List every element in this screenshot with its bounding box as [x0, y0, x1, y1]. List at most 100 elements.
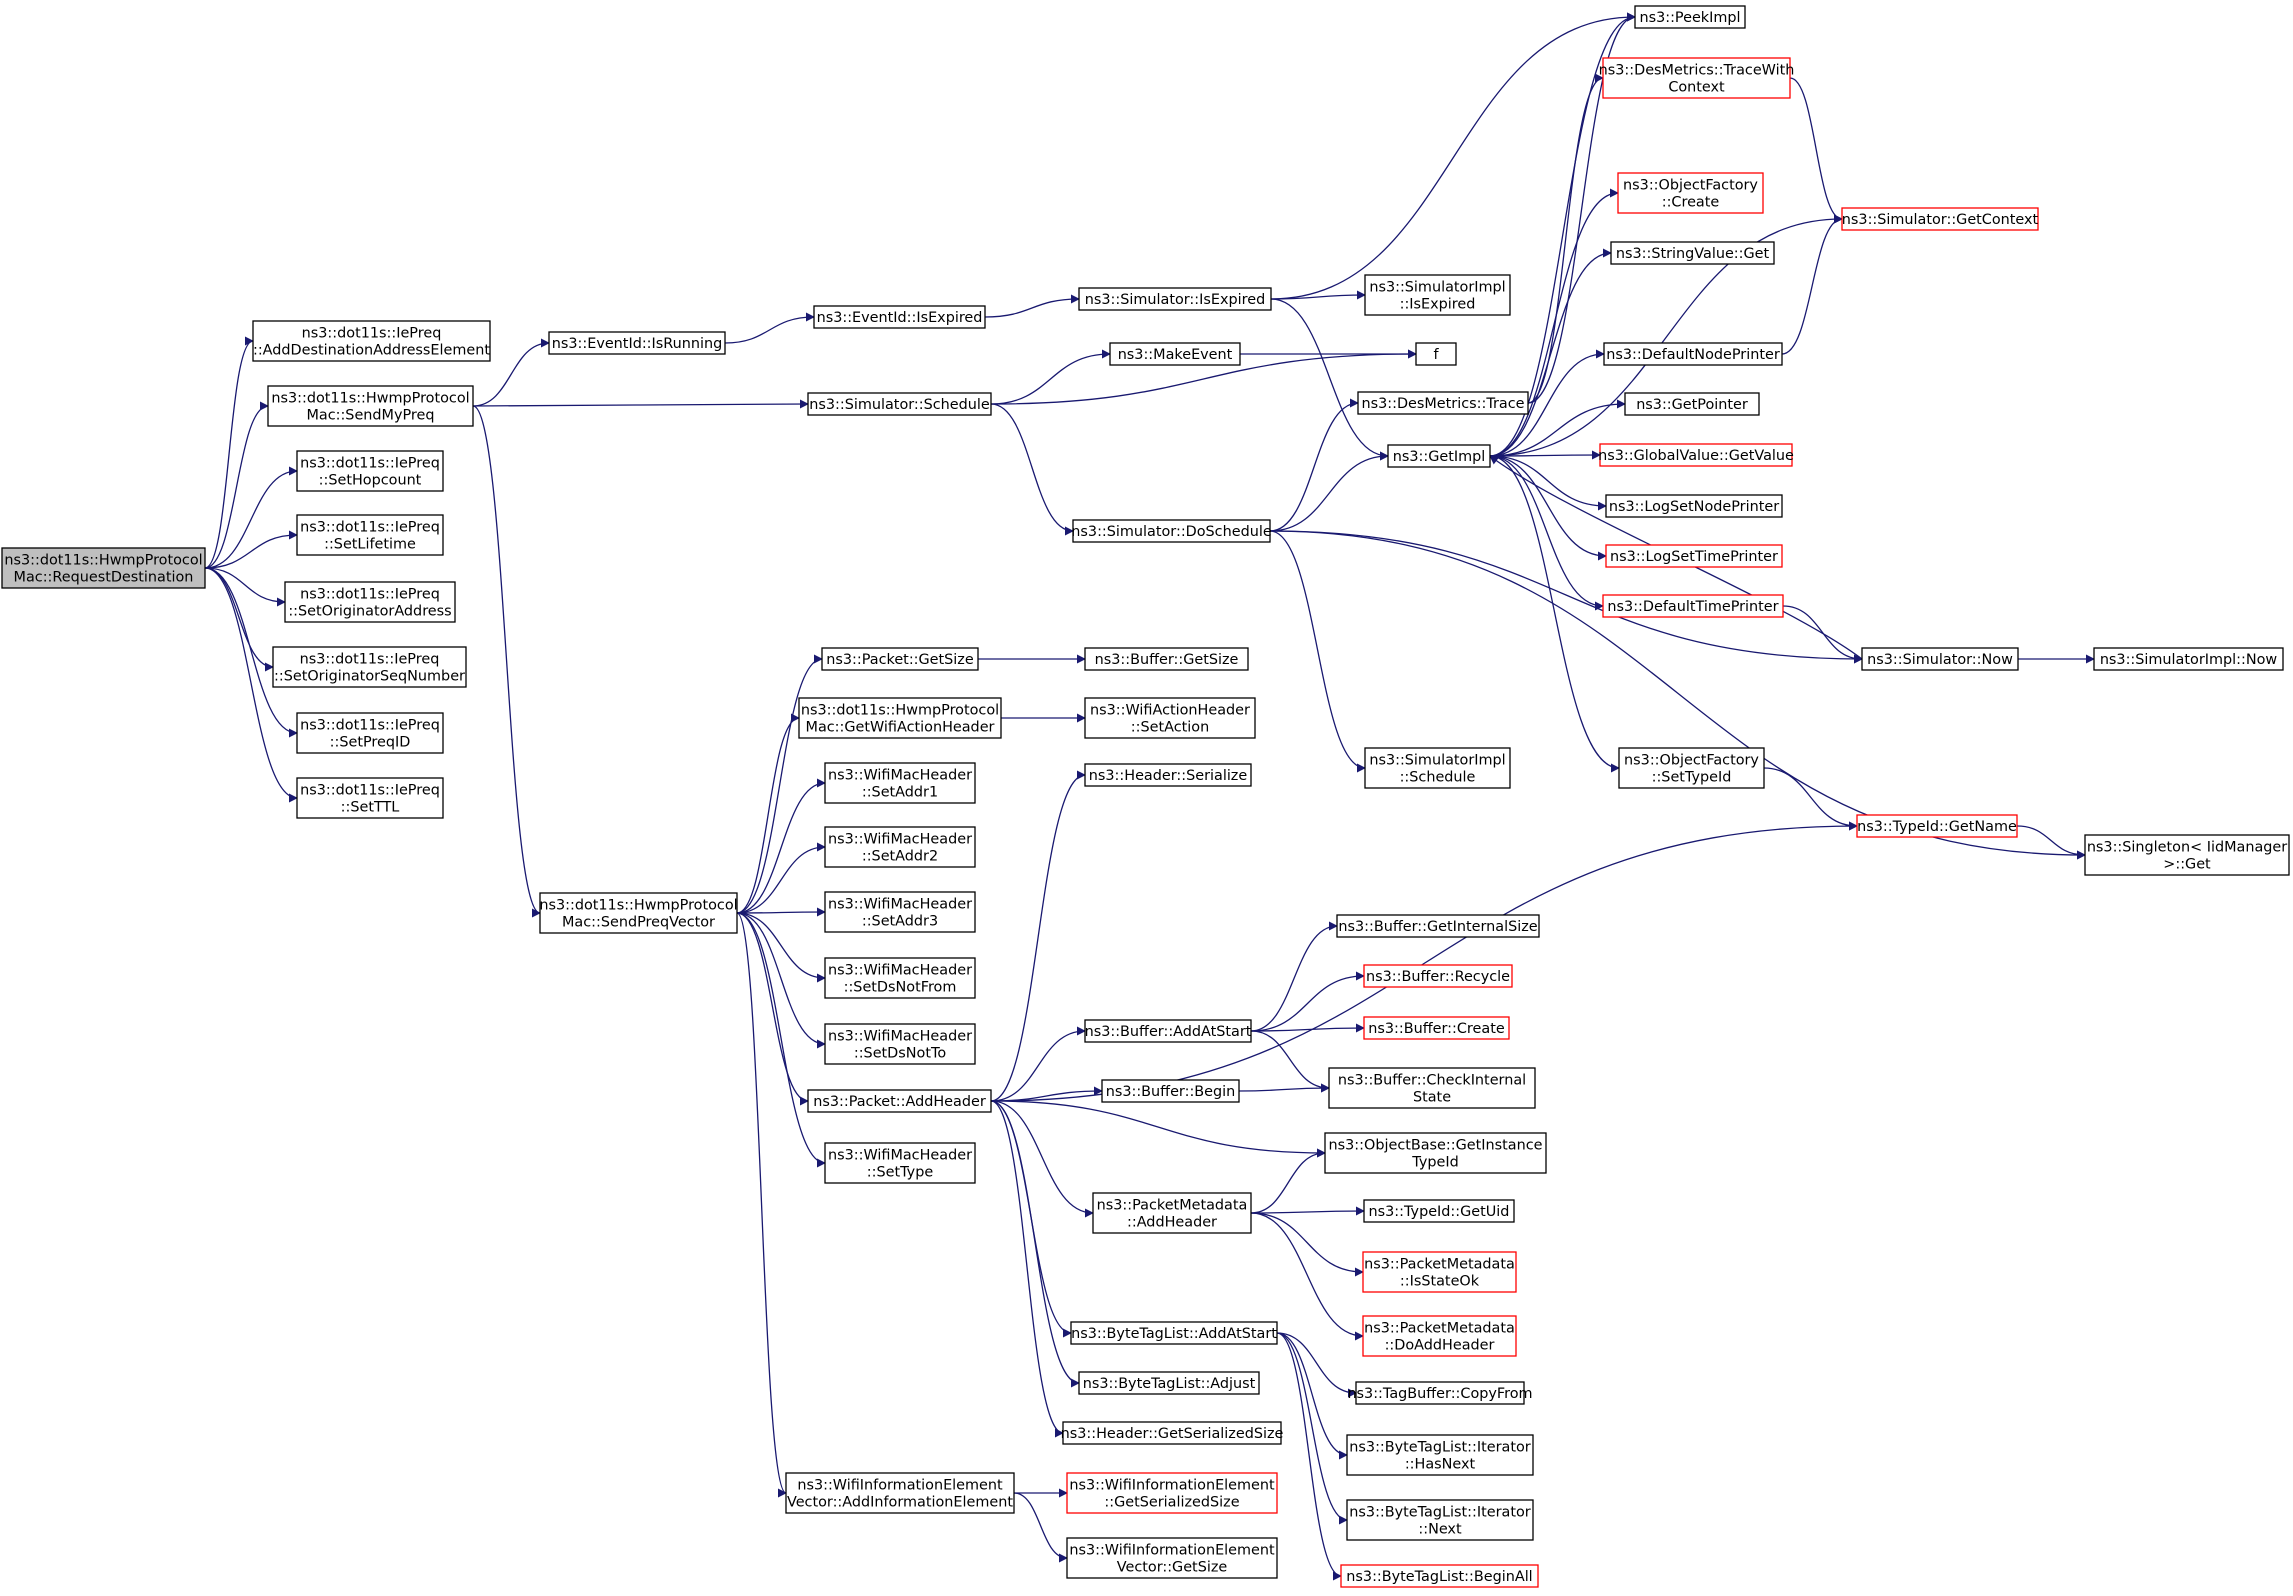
node-set-addr3[interactable]: ns3::WifiMacHeader::SetAddr3	[824, 891, 976, 933]
node-simimpl-isexpired[interactable]: ns3::SimulatorImpl::IsExpired	[1364, 274, 1511, 316]
node-box	[1346, 1434, 1534, 1476]
node-default-node-printer[interactable]: ns3::DefaultNodePrinter	[1603, 342, 1783, 366]
node-box	[1072, 519, 1271, 543]
node-set-addr2[interactable]: ns3::WifiMacHeader::SetAddr2	[824, 826, 976, 868]
node-label: ::SetAddr1	[862, 785, 938, 801]
node-label: ns3::StringValue::Get	[1616, 246, 1770, 262]
node-make-event[interactable]: ns3::MakeEvent	[1109, 342, 1241, 366]
node-set-type[interactable]: ns3::WifiMacHeader::SetType	[824, 1142, 976, 1184]
node-box	[1363, 1016, 1510, 1040]
node-buffer-addatstart[interactable]: ns3::Buffer::AddAtStart	[1084, 1019, 1252, 1043]
node-label: ns3::dot11s::HwmpProtocol	[801, 703, 999, 719]
node-btl-beginall[interactable]: ns3::ByteTagList::BeginAll	[1340, 1564, 1539, 1588]
edge-desmetrics-trace-to-desmetrics-tracewith	[1527, 73, 1604, 404]
node-wie-getserializedsize[interactable]: ns3::WifiInformationElement::GetSerializ…	[1066, 1472, 1278, 1514]
node-label: ns3::LogSetNodePrinter	[1609, 499, 1779, 515]
node-btl-adjust[interactable]: ns3::ByteTagList::Adjust	[1078, 1371, 1260, 1395]
node-set-hopcount[interactable]: ns3::dot11s::IePreq::SetHopcount	[296, 450, 444, 492]
node-default-time-printer[interactable]: ns3::DefaultTimePrinter	[1602, 594, 1784, 618]
node-logsettimeprinter[interactable]: ns3::LogSetTimePrinter	[1605, 544, 1783, 568]
node-typeid-getuid[interactable]: ns3::TypeId::GetUid	[1363, 1199, 1515, 1223]
edge-send-my-preq-to-event-isrunning	[472, 338, 550, 407]
node-peekimpl[interactable]: ns3::PeekImpl	[1634, 5, 1746, 29]
node-box	[1599, 443, 1793, 467]
node-f[interactable]: f	[1415, 342, 1457, 366]
node-pm-addheader[interactable]: ns3::PacketMetadata::AddHeader	[1092, 1192, 1252, 1234]
node-sim-schedule[interactable]: ns3::Simulator::Schedule	[807, 392, 992, 416]
node-btl-addatstart[interactable]: ns3::ByteTagList::AddAtStart	[1070, 1321, 1278, 1345]
node-root[interactable]: ns3::dot11s::HwmpProtocolMac::RequestDes…	[1, 547, 206, 589]
node-desmetrics-trace[interactable]: ns3::DesMetrics::Trace	[1357, 391, 1529, 415]
node-box	[785, 1472, 1015, 1514]
node-set-orig-addr[interactable]: ns3::dot11s::IePreq::SetOriginatorAddres…	[284, 581, 456, 623]
node-get-wifi-action-header[interactable]: ns3::dot11s::HwmpProtocolMac::GetWifiAct…	[798, 697, 1002, 739]
node-simimpl-schedule[interactable]: ns3::SimulatorImpl::Schedule	[1364, 747, 1511, 789]
node-packet-addheader[interactable]: ns3::Packet::AddHeader	[807, 1089, 992, 1113]
node-buffer-recycle[interactable]: ns3::Buffer::Recycle	[1363, 964, 1513, 988]
node-add-dest[interactable]: ns3::dot11s::IePreq::AddDestinationAddre…	[252, 320, 491, 362]
node-globalvalue-getvalue[interactable]: ns3::GlobalValue::GetValue	[1598, 443, 1794, 467]
node-box	[1861, 647, 2019, 671]
node-box	[548, 331, 726, 355]
node-getimpl[interactable]: ns3::GetImpl	[1387, 444, 1491, 468]
node-set-dsnotfrom[interactable]: ns3::WifiMacHeader::SetDsNotFrom	[824, 957, 976, 999]
node-label: ns3::TypeId::GetUid	[1369, 1204, 1510, 1220]
node-add-info-element[interactable]: ns3::WifiInformationElementVector::AddIn…	[785, 1472, 1015, 1514]
node-set-preqid[interactable]: ns3::dot11s::IePreq::SetPreqID	[296, 712, 444, 754]
edge-btl-addatstart-to-btl-beginall	[1276, 1332, 1342, 1581]
node-wifiaction-setaction[interactable]: ns3::WifiActionHeader::SetAction	[1084, 697, 1256, 739]
node-box	[1618, 747, 1765, 789]
node-logsetnodeprinter[interactable]: ns3::LogSetNodePrinter	[1605, 494, 1783, 518]
node-label: ns3::Buffer::Recycle	[1366, 969, 1510, 985]
node-buffer-begin[interactable]: ns3::Buffer::Begin	[1101, 1079, 1240, 1103]
node-sim-doschedule[interactable]: ns3::Simulator::DoSchedule	[1071, 519, 1272, 543]
node-objfactory-settypeid[interactable]: ns3::ObjectFactory::SetTypeId	[1618, 747, 1765, 789]
node-event-isexpired[interactable]: ns3::EventId::IsExpired	[813, 305, 986, 329]
node-set-ttl[interactable]: ns3::dot11s::IePreq::SetTTL	[296, 777, 444, 819]
node-btl-iter-hasnext[interactable]: ns3::ByteTagList::Iterator::HasNext	[1346, 1434, 1534, 1476]
node-label: ns3::WifiMacHeader	[828, 963, 972, 979]
node-box	[1603, 342, 1783, 366]
node-tagbuffer-copyfrom[interactable]: ns3::TagBuffer::CopyFrom	[1347, 1381, 1533, 1405]
node-typeid-getname[interactable]: ns3::TypeId::GetName	[1856, 814, 2018, 838]
node-simimpl-now[interactable]: ns3::SimulatorImpl::Now	[2093, 647, 2284, 671]
node-header-getserializedsize[interactable]: ns3::Header::GetSerializedSize	[1061, 1421, 1284, 1445]
node-stringvalue-get[interactable]: ns3::StringValue::Get	[1610, 241, 1775, 265]
node-sim-isexpired[interactable]: ns3::Simulator::IsExpired	[1078, 287, 1272, 311]
node-btl-iter-next[interactable]: ns3::ByteTagList::Iterator::Next	[1346, 1499, 1534, 1541]
node-sim-getcontext[interactable]: ns3::Simulator::GetContext	[1841, 207, 2039, 231]
node-event-isrunning[interactable]: ns3::EventId::IsRunning	[548, 331, 726, 355]
node-label: ns3::Simulator::GetContext	[1842, 212, 2039, 228]
edge-packet-addheader-to-typeid-getname	[990, 821, 1858, 1102]
node-objfactory-create[interactable]: ns3::ObjectFactory::Create	[1617, 172, 1764, 214]
node-buffer-create[interactable]: ns3::Buffer::Create	[1363, 1016, 1510, 1040]
node-label: ns3::Header::Serialize	[1089, 768, 1248, 784]
node-pm-doaddheader[interactable]: ns3::PacketMetadata::DoAddHeader	[1362, 1315, 1517, 1357]
node-pm-isstateok[interactable]: ns3::PacketMetadata::IsStateOk	[1362, 1251, 1517, 1293]
node-wiev-getsize[interactable]: ns3::WifiInformationElementVector::GetSi…	[1066, 1537, 1278, 1579]
node-getpointer[interactable]: ns3::GetPointer	[1624, 392, 1760, 416]
node-set-dsnotto[interactable]: ns3::WifiMacHeader::SetDsNotTo	[824, 1023, 976, 1065]
node-label: ns3::DesMetrics::TraceWith	[1599, 63, 1795, 79]
edge-root-to-set-lifetime	[204, 530, 298, 569]
node-label: ::Schedule	[1400, 770, 1476, 786]
node-box	[1364, 274, 1511, 316]
node-buffer-getinternalsize[interactable]: ns3::Buffer::GetInternalSize	[1336, 914, 1540, 938]
node-box	[1066, 1472, 1278, 1514]
node-label: ns3::Header::GetSerializedSize	[1061, 1426, 1284, 1442]
node-send-preq-vector[interactable]: ns3::dot11s::HwmpProtocolMac::SendPreqVe…	[539, 892, 738, 934]
node-set-lifetime[interactable]: ns3::dot11s::IePreq::SetLifetime	[296, 514, 444, 556]
node-sim-now[interactable]: ns3::Simulator::Now	[1861, 647, 2019, 671]
node-buffer-getsize[interactable]: ns3::Buffer::GetSize	[1084, 647, 1249, 671]
node-set-orig-seq[interactable]: ns3::dot11s::IePreq::SetOriginatorSeqNum…	[272, 646, 467, 688]
node-set-addr1[interactable]: ns3::WifiMacHeader::SetAddr1	[824, 762, 976, 804]
node-packet-getsize[interactable]: ns3::Packet::GetSize	[821, 647, 979, 671]
node-singleton-get[interactable]: ns3::Singleton< IidManager>::Get	[2084, 834, 2290, 876]
node-header-serialize[interactable]: ns3::Header::Serialize	[1084, 763, 1252, 787]
node-box	[296, 777, 444, 819]
node-label: ns3::MakeEvent	[1118, 347, 1233, 363]
